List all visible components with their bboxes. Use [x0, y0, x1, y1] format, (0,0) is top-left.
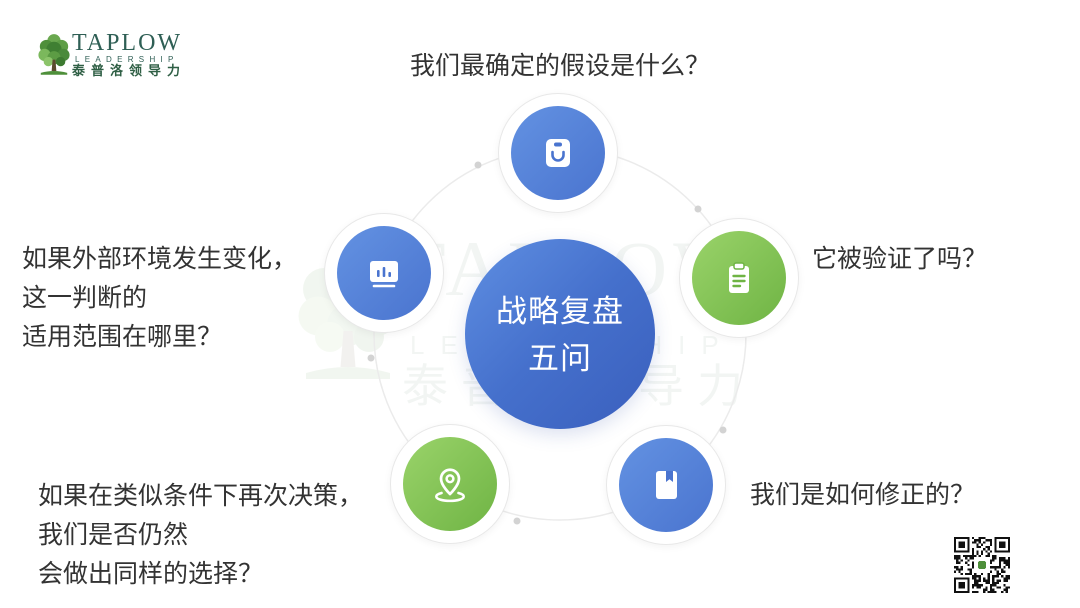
question-2: 它被验证了吗？: [812, 239, 987, 278]
logo-chinese-name: 泰普洛领导力: [72, 64, 187, 79]
question-5: 如果外部环境发生变化， 这一判断的 适用范围在哪里？: [22, 239, 297, 356]
logo: TAPLOW LEADERSHIP 泰普洛领导力: [37, 30, 192, 82]
orbit-dot: [367, 354, 375, 362]
logo-brand: TAPLOW: [72, 30, 183, 56]
question-node-core: [619, 438, 713, 532]
question-line: 适用范围在哪里？: [22, 322, 223, 351]
question-node-3: [606, 425, 726, 545]
hub-title-line1: 战略复盘: [496, 294, 624, 330]
hub-circle: 战略复盘 五问: [465, 239, 655, 429]
question-node-core: [692, 231, 786, 325]
location-pin-icon: [435, 468, 465, 503]
question-node-core: [337, 226, 431, 320]
question-node-4: [390, 424, 510, 544]
orbit-dot: [694, 205, 702, 213]
tree-logo-icon: [38, 34, 70, 75]
question-line: 它被验证了吗？: [812, 244, 988, 273]
question-4: 如果在类似条件下再次决策， 我们是否仍然 会做出同样的选择？: [38, 476, 363, 593]
orbit-dot: [474, 161, 482, 169]
question-node-core: [511, 106, 605, 200]
question-line: 我们是否仍然: [38, 520, 189, 549]
question-node-5: [324, 213, 444, 333]
orbit-dot: [513, 517, 521, 525]
orbit-dot: [719, 426, 727, 434]
question-node-core: [403, 437, 497, 531]
hub-title-line2: 五问: [528, 341, 592, 377]
question-node-1: [498, 93, 618, 213]
question-1: 我们最确定的假设是什么？: [410, 46, 710, 85]
logo-subtitle: LEADERSHIP: [75, 55, 179, 64]
presentation-chart-icon: [370, 261, 398, 288]
clipboard-icon: [729, 262, 749, 293]
qr-code: [954, 537, 1010, 593]
question-line: 如果在类似条件下再次决策，: [38, 481, 364, 510]
question-node-2: [679, 218, 799, 338]
question-line: 如果外部环境发生变化，: [22, 244, 298, 273]
question-3: 我们是如何修正的？: [750, 475, 975, 514]
question-line: 我们是如何修正的？: [750, 480, 976, 509]
tag-icon: [546, 139, 570, 167]
book-icon: [656, 471, 677, 499]
question-line: 会做出同样的选择？: [38, 559, 264, 588]
question-line: 这一判断的: [22, 283, 148, 312]
question-line: 我们最确定的假设是什么？: [410, 51, 711, 80]
